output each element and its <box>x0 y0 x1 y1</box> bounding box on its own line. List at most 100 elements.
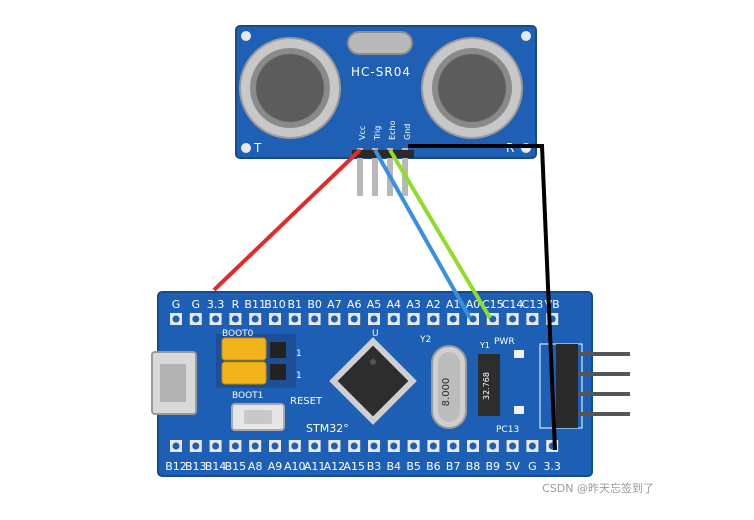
bottom-pin-holes <box>170 440 559 452</box>
mcu-label: STM32° <box>306 422 349 435</box>
top-pin-label: A5 <box>367 298 382 311</box>
bottom-pin-drill <box>429 442 437 450</box>
top-pin-drill <box>429 315 437 323</box>
bottom-pin-label: B8 <box>466 460 481 473</box>
bottom-pin-label: A8 <box>248 460 263 473</box>
bottom-pin-drill <box>528 442 536 450</box>
bottom-pin-label: 3.3 <box>543 460 561 473</box>
sensor-pin-label-trig: Trig <box>373 126 382 141</box>
pwr-led <box>514 350 524 358</box>
top-pin-drill <box>509 315 517 323</box>
top-pin-drill <box>212 315 220 323</box>
top-pin-holes <box>170 313 559 325</box>
crystal-8mhz: 8.000 Y2 <box>419 335 467 429</box>
mount-hole <box>521 31 531 41</box>
bottom-pin-label: B7 <box>446 460 461 473</box>
bottom-pin-label: B6 <box>426 460 441 473</box>
wire-gnd-to-g <box>408 144 557 451</box>
bottom-pin-label: A12 <box>324 460 346 473</box>
bottom-pin-drill <box>251 442 259 450</box>
top-pin-label: B1 <box>288 298 303 311</box>
top-pin-drill <box>528 315 536 323</box>
bottom-pin-label: B4 <box>387 460 402 473</box>
top-pin-drill <box>251 315 259 323</box>
stm32-mcu-chip: U STM32° <box>306 329 417 435</box>
pc13-label: PC13 <box>496 425 519 435</box>
bottom-pin-label: A9 <box>268 460 283 473</box>
top-pin-drill <box>231 315 239 323</box>
top-pin-label: B11 <box>244 298 266 311</box>
wire-vcc-to-3v3 <box>212 148 362 292</box>
top-pin-label: G <box>192 298 201 311</box>
pc13-led <box>514 406 524 414</box>
bottom-pin-label: G <box>528 460 537 473</box>
top-pin-label: B0 <box>307 298 322 311</box>
bottom-pin-label: B12 <box>165 460 187 473</box>
bottom-pin-label: A11 <box>304 460 326 473</box>
top-pin-drill <box>271 315 279 323</box>
top-pin-label: A4 <box>387 298 402 311</box>
receiver-transducer <box>421 37 523 139</box>
wire-trig-to-a2 <box>373 149 472 319</box>
top-pin-drill <box>172 315 180 323</box>
jumper-mark-1: 1 <box>296 349 302 359</box>
bottom-pin-drill <box>489 442 497 450</box>
top-pin-label: A6 <box>347 298 362 311</box>
top-pin-label: 3.3 <box>207 298 225 311</box>
watermark: CSDN @昨天忘签到了 <box>542 482 654 495</box>
bottom-pin-drill <box>469 442 477 450</box>
top-pin-drill <box>449 315 457 323</box>
top-pin-drill <box>291 315 299 323</box>
top-pin-label: B10 <box>264 298 286 311</box>
bottom-pin-label: 5V <box>505 460 520 473</box>
pwr-label: PWR <box>494 337 515 347</box>
bottom-pin-drill <box>311 442 319 450</box>
bottom-pin-label: B5 <box>406 460 421 473</box>
bottom-pin-drill <box>350 442 358 450</box>
top-pin-drill <box>350 315 358 323</box>
y2-label: Y2 <box>419 335 431 345</box>
mcu-u-label: U <box>372 329 379 339</box>
crystal-value: 8.000 <box>441 378 452 407</box>
bottom-pin-drill <box>509 442 517 450</box>
top-pin-drill <box>330 315 338 323</box>
jumper-mark-2: 1 <box>296 371 302 381</box>
bottom-pin-drill <box>330 442 338 450</box>
top-pin-label: G <box>172 298 181 311</box>
top-pin-label: A1 <box>446 298 461 311</box>
bottom-pin-drill <box>192 442 200 450</box>
boot-jumpers: BOOT0 BOOT1 1 1 <box>216 329 302 401</box>
mount-hole <box>241 143 251 153</box>
hc-sr04-module: HC-SR04 Vcc Trig Echo Gnd T R <box>235 25 537 196</box>
top-pin-label: A7 <box>327 298 342 311</box>
sensor-title: HC-SR04 <box>351 65 411 79</box>
top-pin-label: C14 <box>502 298 524 311</box>
boot1-label: BOOT1 <box>232 391 263 401</box>
top-pin-label: C13 <box>522 298 544 311</box>
top-pin-drill <box>410 315 418 323</box>
sensor-crystal <box>347 31 413 55</box>
top-pin-drill <box>311 315 319 323</box>
bottom-pin-drill <box>212 442 220 450</box>
micro-usb-port <box>151 351 197 415</box>
bottom-pin-label: A15 <box>343 460 365 473</box>
bottom-pin-label: A10 <box>284 460 306 473</box>
bottom-pin-drill <box>449 442 457 450</box>
sensor-mark-t: T <box>253 141 262 155</box>
top-pin-label: A0 <box>466 298 481 311</box>
sensor-pin-label-echo: Echo <box>388 120 397 140</box>
reset-label: RESET <box>290 396 323 407</box>
bottom-pin-label: B14 <box>205 460 227 473</box>
top-pin-drill <box>390 315 398 323</box>
y1-label: Y1 <box>479 341 490 350</box>
crystal-32k: 32.768 Y1 <box>478 341 500 416</box>
bottom-pin-drill <box>172 442 180 450</box>
bottom-pin-drill <box>410 442 418 450</box>
top-pin-label: C15 <box>482 298 504 311</box>
bottom-pin-label: B13 <box>185 460 207 473</box>
